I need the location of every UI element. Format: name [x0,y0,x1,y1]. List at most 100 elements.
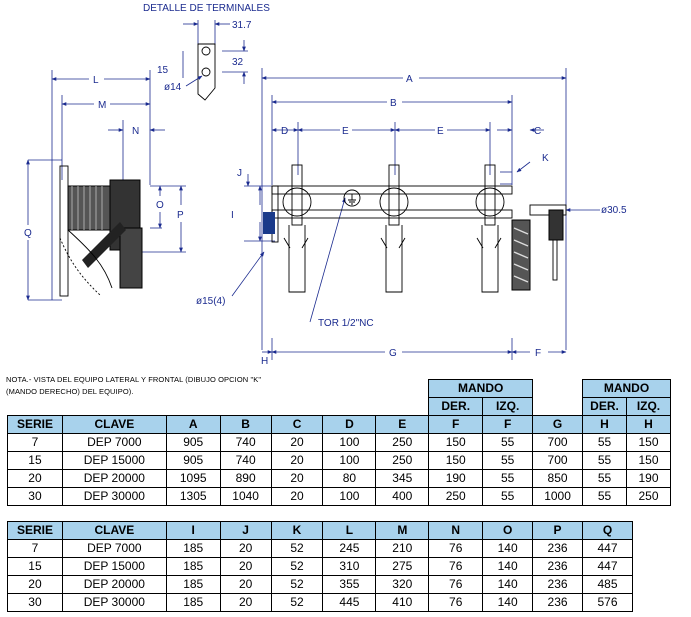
side-view: L M N O P Q [24,70,186,301]
table-cell: 30 [7,487,63,506]
table-row: 20 DEP 20000 1095 890 20 80 345 190 55 8… [7,469,672,488]
table-cell: 700 [532,451,584,470]
table-cell: 185 [165,557,221,576]
dim-E2: E [437,126,444,137]
column-header: I [165,521,221,540]
table-cell: 140 [482,593,534,612]
table-cell: 150 [428,433,484,452]
terminal-detail: 31.7 15 32 ø14 [157,20,252,101]
table-cell: DEP 15000 [61,451,167,470]
column-header: SERIE [7,415,63,434]
table-header-row: SERIE CLAVE I J K L M N O P Q [7,521,633,540]
table-cell: DEP 15000 [61,557,167,576]
mando-header-2: MANDO [582,379,671,398]
table-cell: 275 [375,557,430,576]
column-header: D [322,415,377,434]
table-cell: DEP 30000 [61,487,167,506]
table-cell: 905 [165,433,221,452]
dim-L: L [93,75,99,86]
table-cell: 250 [375,451,430,470]
column-header: B [219,415,272,434]
table-cell: 20 [270,451,324,470]
table-cell: 1095 [165,469,221,488]
dim-31-7: 31.7 [232,20,252,31]
table-cell: 740 [219,433,272,452]
table-cell: DEP 30000 [61,593,167,612]
dim-D: D [281,126,288,137]
dim-tor: TOR 1/2"NC [318,318,374,329]
table-cell: DEP 20000 [61,469,167,488]
column-header: CLAVE [61,415,167,434]
table-cell: 250 [375,433,430,452]
table-cell: 150 [625,451,672,470]
table-cell: 1305 [165,487,221,506]
dim-d14: ø14 [164,82,182,93]
table-cell: 20 [219,575,272,594]
column-header: E [375,415,430,434]
table-cell: 76 [428,575,484,594]
ground-terminal-icon [343,189,361,207]
dimensions-table-2: SERIE CLAVE I J K L M N O P Q 7 DEP 7000… [7,521,633,612]
table-cell: 52 [270,593,324,612]
column-header: H [625,415,672,434]
dim-F: F [535,348,541,359]
column-header: H [582,415,627,434]
technical-drawing: DETALLE DE TERMINALES 31.7 15 32 ø14 L M [24,3,627,367]
column-header: N [428,521,484,540]
dim-d30: ø30.5 [601,205,627,216]
table-cell: 250 [428,487,484,506]
table-cell: 890 [219,469,272,488]
table-cell: 100 [322,487,377,506]
dim-G: G [389,348,397,359]
column-header: Q [582,521,633,540]
table-cell: 447 [582,557,633,576]
table-row: 7 DEP 7000 905 740 20 100 250 150 55 700… [7,433,672,452]
table-cell: 1000 [532,487,584,506]
table-cell: 236 [532,539,583,558]
table-cell: DEP 7000 [61,539,167,558]
table-cell: 345 [375,469,430,488]
table-cell: 355 [322,575,377,594]
dim-N: N [132,126,139,137]
table-cell: 55 [582,469,627,488]
table-cell: 236 [532,557,583,576]
table-cell: 80 [322,469,377,488]
dim-I: I [231,210,234,221]
table-cell: 20 [270,469,324,488]
mando-header-1: MANDO [428,379,534,398]
table-cell: 445 [322,593,377,612]
dim-32: 32 [232,57,244,68]
table-cell: 185 [165,575,221,594]
table-cell: 185 [165,593,221,612]
table-cell: DEP 20000 [61,575,167,594]
table-cell: 236 [532,593,583,612]
table-cell: 190 [625,469,672,488]
column-header: J [219,521,272,540]
column-header: M [375,521,430,540]
dim-K: K [542,153,549,164]
dim-Q: Q [24,228,32,239]
sub-header-izq: IZQ. [482,397,534,416]
column-header: K [270,521,324,540]
table-cell: 310 [322,557,377,576]
table-cell: 245 [322,539,377,558]
table-cell: 850 [532,469,584,488]
table-cell: 100 [322,433,377,452]
table-cell: 55 [582,487,627,506]
column-header: O [482,521,534,540]
table-cell: 55 [482,433,534,452]
table-cell: 185 [165,539,221,558]
column-header: P [532,521,583,540]
table-cell: 140 [482,575,534,594]
table-cell: 905 [165,451,221,470]
sub-header-der: DER. [582,397,627,416]
table-cell: 52 [270,575,324,594]
column-header: L [322,521,377,540]
table-cell: 55 [482,469,534,488]
dim-C2: C [534,126,541,137]
dim-J: J [237,168,242,179]
table-cell: 20 [270,433,324,452]
dim-A: A [406,74,413,85]
note-line-2: (MANDO DERECHO) DEL EQUIPO). [6,387,134,396]
table-cell: 485 [582,575,633,594]
